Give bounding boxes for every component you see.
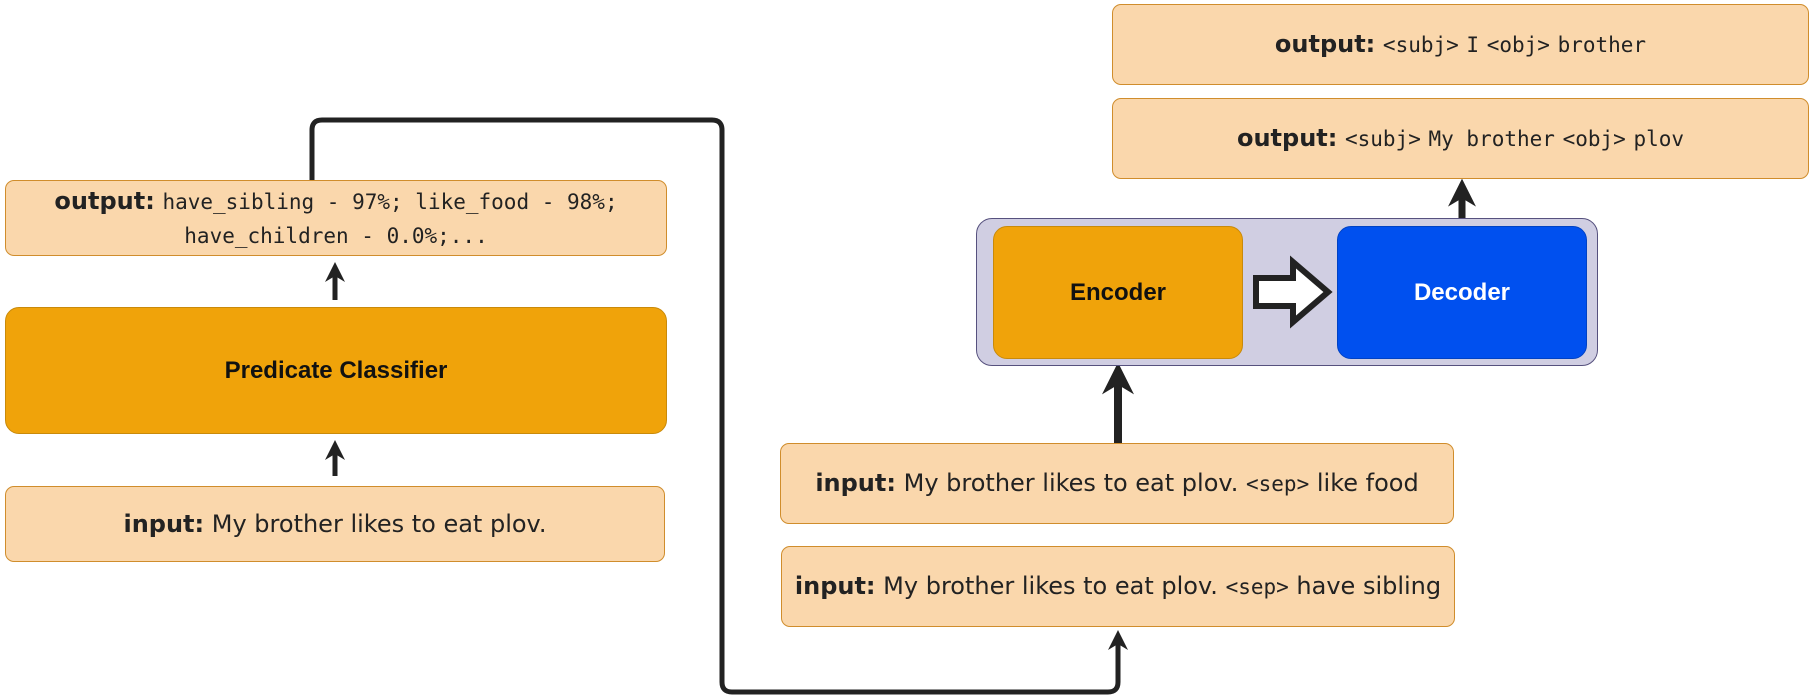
- classifier-input-box: input: My brother likes to eat plov.: [5, 486, 665, 562]
- generator-input-box-1: input: My brother likes to eat plov. <se…: [780, 443, 1454, 524]
- obj-value-2: plov: [1633, 127, 1685, 151]
- subj-tag-2: <subj>: [1345, 127, 1421, 151]
- encoder-block: Encoder: [993, 226, 1243, 359]
- generator-output-label-1: output:: [1274, 30, 1376, 58]
- generator-input-predicate-2: have sibling: [1296, 572, 1442, 600]
- generator-input-label-1: input:: [815, 469, 896, 497]
- subj-tag-1: <subj>: [1382, 33, 1459, 57]
- encoder-label: Encoder: [1069, 278, 1167, 306]
- classifier-output-box: output: have_sibling - 97%; like_food - …: [5, 180, 667, 256]
- sep-tag-2: <sep>: [1225, 575, 1289, 599]
- classifier-output-label: output:: [54, 186, 155, 215]
- classifier-output-scores-1: have_sibling - 97%; like_food - 98%;: [162, 189, 618, 214]
- classifier-output-scores-2: have_children - 0.0%;...: [184, 223, 488, 248]
- decoder-label: Decoder: [1413, 278, 1511, 306]
- obj-tag-2: <obj>: [1562, 127, 1626, 151]
- connector-classifier-to-generator: [309, 117, 1128, 695]
- predicate-classifier-block: Predicate Classifier: [5, 307, 667, 434]
- obj-tag-1: <obj>: [1486, 33, 1550, 57]
- classifier-input-label: input:: [123, 510, 205, 538]
- predicate-classifier-label: Predicate Classifier: [224, 356, 448, 384]
- generator-output-box-1: output: <subj> I <obj> brother: [1112, 4, 1809, 85]
- sep-tag-1: <sep>: [1246, 472, 1310, 496]
- generator-output-label-2: output:: [1236, 124, 1338, 152]
- encoder-to-decoder-arrow-icon: [1253, 255, 1333, 329]
- classifier-input-text: My brother likes to eat plov.: [211, 510, 547, 538]
- generator-input-predicate-1: like food: [1316, 469, 1419, 497]
- generator-input-text-2: My brother likes to eat plov.: [883, 572, 1218, 600]
- generator-input-text-1: My brother likes to eat plov.: [903, 469, 1239, 497]
- subj-value-1: I: [1466, 33, 1480, 57]
- generator-input-label-2: input:: [794, 572, 876, 600]
- generator-output-box-2: output: <subj> My brother <obj> plov: [1112, 98, 1809, 179]
- obj-value-1: brother: [1557, 33, 1647, 57]
- classifier-output-line1: output: have_sibling - 97%; like_food - …: [54, 184, 617, 219]
- generator-input-box-2: input: My brother likes to eat plov. <se…: [781, 546, 1455, 627]
- subj-value-2: My brother: [1428, 127, 1555, 151]
- decoder-block: Decoder: [1337, 226, 1587, 359]
